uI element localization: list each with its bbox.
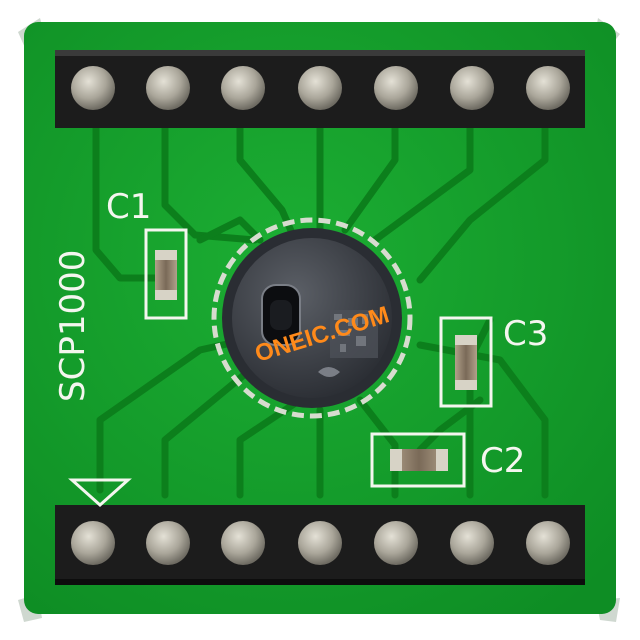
label-c2: C2 xyxy=(480,441,525,481)
pin xyxy=(71,521,115,565)
label-c1: C1 xyxy=(106,187,151,227)
pin xyxy=(298,66,342,110)
pin xyxy=(526,521,570,565)
pin xyxy=(526,66,570,110)
pin xyxy=(221,521,265,565)
pin-row-top xyxy=(71,66,570,110)
pin xyxy=(298,521,342,565)
pin-row-bottom xyxy=(71,521,570,565)
label-c3: C3 xyxy=(503,314,548,354)
part-label: SCP1000 xyxy=(53,250,93,402)
capacitor-c3 xyxy=(439,316,493,408)
pin-header-top xyxy=(55,50,585,128)
pin xyxy=(374,521,418,565)
capacitor-c2 xyxy=(370,432,466,488)
pin xyxy=(71,66,115,110)
pin1-triangle-icon xyxy=(68,478,132,508)
pin xyxy=(450,521,494,565)
pressure-sensor xyxy=(211,217,413,419)
capacitor-c1 xyxy=(144,228,188,320)
pin xyxy=(374,66,418,110)
pin xyxy=(450,66,494,110)
pin-header-bottom xyxy=(55,505,585,585)
pin xyxy=(146,521,190,565)
pin xyxy=(146,66,190,110)
pin xyxy=(221,66,265,110)
